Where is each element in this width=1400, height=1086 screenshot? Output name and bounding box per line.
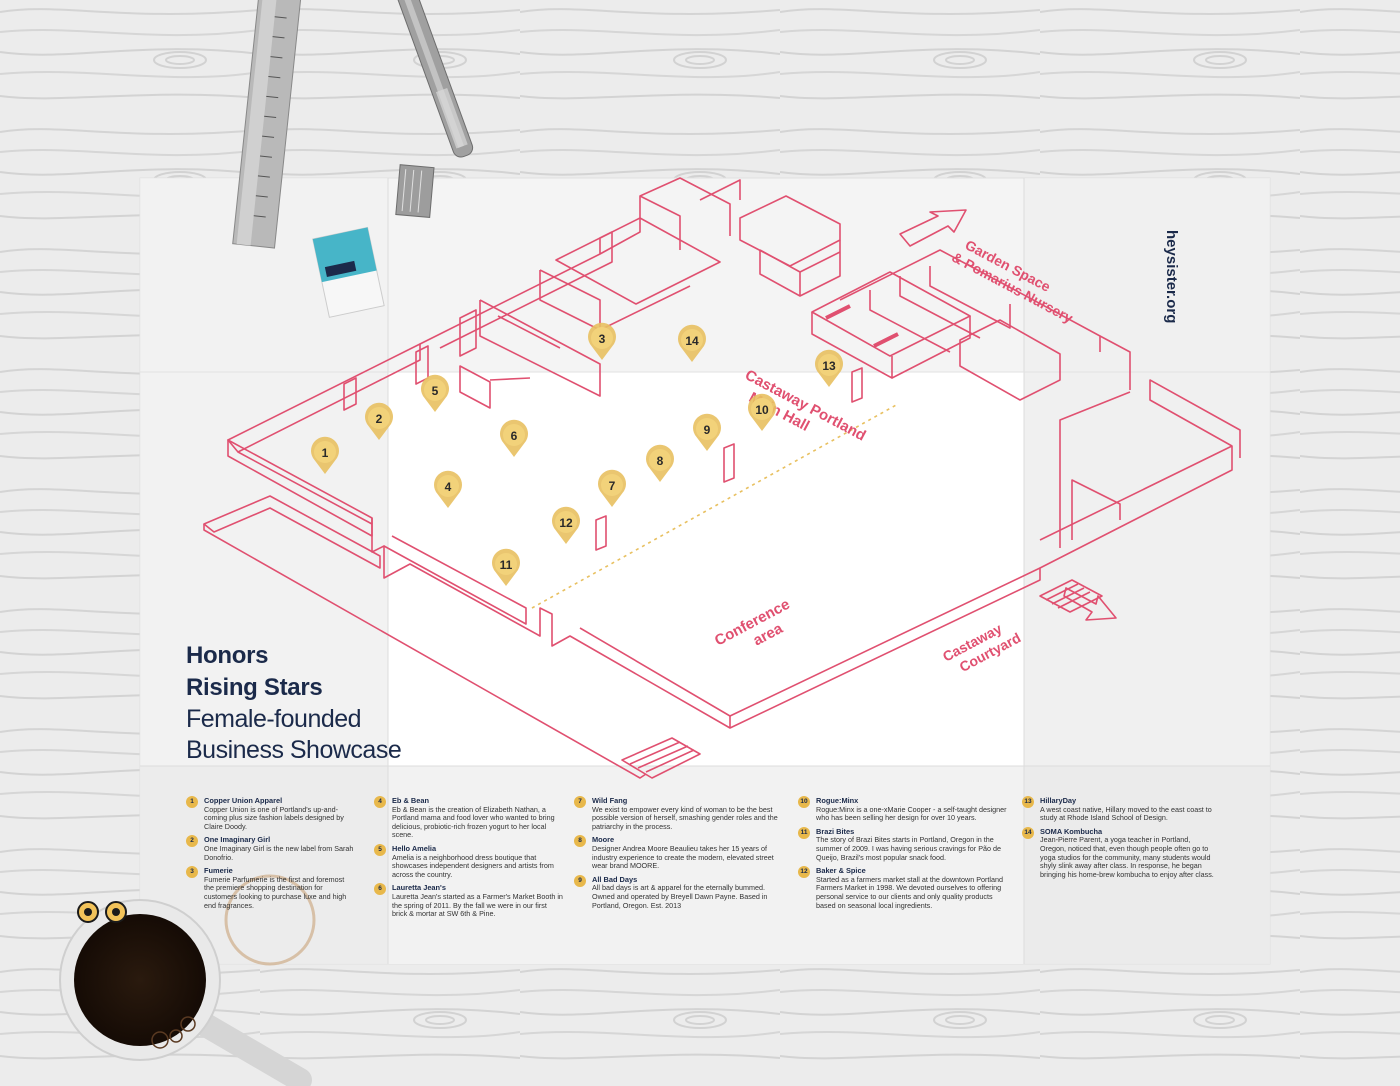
svg-text:6: 6 (511, 429, 518, 443)
pen (396, 0, 474, 158)
pin-8[interactable]: 8 (646, 444, 674, 482)
floor-plan (203, 177, 1241, 779)
svg-text:7: 7 (609, 479, 616, 493)
pin-3[interactable]: 3 (587, 322, 616, 360)
eraser (312, 226, 385, 318)
pin-2[interactable]: 2 (365, 402, 394, 440)
svg-text:3: 3 (599, 332, 606, 346)
title-line-business-showcase: Business Showcase (186, 736, 402, 764)
sharpener (395, 164, 435, 219)
svg-text:4: 4 (445, 480, 452, 494)
pin-11[interactable]: 11 (492, 548, 521, 586)
poster-title: Honors Rising Stars Female-founded Busin… (186, 640, 402, 766)
ruler (232, 0, 304, 249)
svg-text:11: 11 (500, 558, 513, 572)
title-line-honors: Honors (186, 642, 269, 669)
pins-layer: 1 2 3 4 5 6 7 8 9 10 11 12 13 14 (311, 322, 843, 586)
svg-text:14: 14 (685, 334, 699, 348)
svg-text:8: 8 (657, 454, 664, 468)
pin-10[interactable]: 10 (748, 393, 777, 431)
svg-text:1: 1 (322, 446, 329, 460)
svg-text:9: 9 (704, 423, 711, 437)
pin-4[interactable]: 4 (434, 470, 462, 508)
svg-text:5: 5 (432, 384, 439, 398)
pin-9[interactable]: 9 (692, 413, 721, 451)
pin-1[interactable]: 1 (311, 436, 340, 474)
svg-text:13: 13 (822, 359, 836, 373)
site-url[interactable]: heysister.org (1163, 230, 1180, 324)
pin-14[interactable]: 14 (678, 324, 707, 362)
title-line-rising-stars: Rising Stars (186, 674, 323, 701)
coffee-cup (59, 874, 316, 1086)
pin-6[interactable]: 6 (500, 419, 528, 457)
pin-13[interactable]: 13 (814, 349, 843, 387)
title-line-female-founded: Female-founded (186, 705, 362, 733)
pin-5[interactable]: 5 (421, 374, 450, 412)
svg-text:12: 12 (559, 516, 573, 530)
svg-text:10: 10 (755, 403, 769, 417)
svg-text:2: 2 (376, 412, 383, 426)
pin-12[interactable]: 12 (552, 506, 580, 544)
pin-7[interactable]: 7 (598, 469, 626, 507)
